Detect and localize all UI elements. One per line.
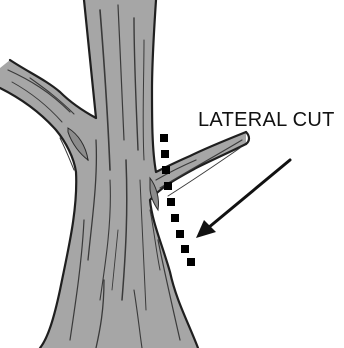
arrow: [196, 160, 290, 238]
arrow-shaft: [208, 160, 290, 228]
cut-line: [160, 134, 195, 266]
tree-trunk: [0, 0, 249, 348]
branch-end-cap: [246, 132, 249, 144]
lateral-cut-label: LATERAL CUT: [198, 109, 335, 131]
